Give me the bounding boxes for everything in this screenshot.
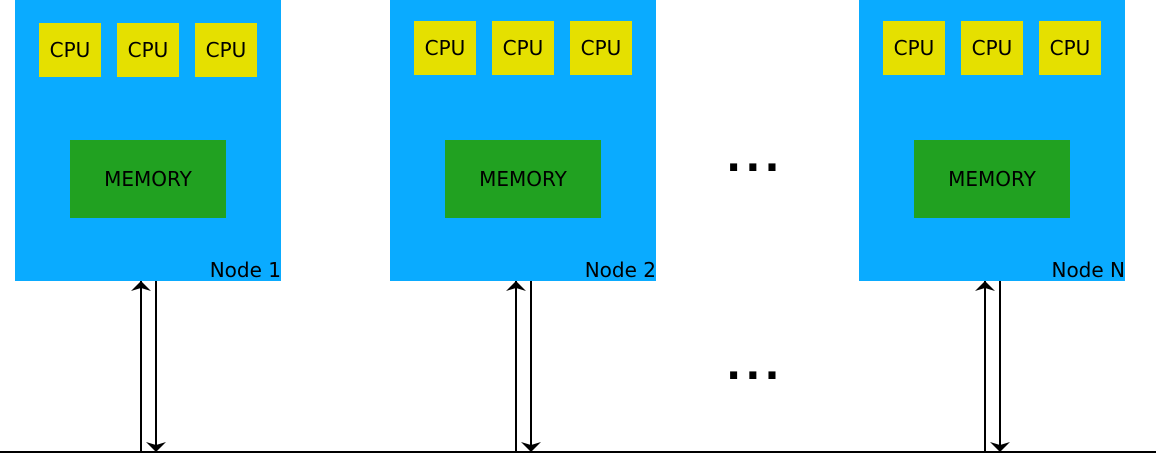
memory-box: MEMORY: [445, 140, 601, 218]
memory-box: MEMORY: [914, 140, 1070, 218]
cpu-box: CPU: [1039, 21, 1101, 75]
cpu-box: CPU: [414, 21, 476, 75]
node-label: Node 2: [584, 258, 656, 282]
node-label: Node N: [1051, 258, 1125, 282]
node-2: CPU CPU CPU MEMORY Node 2: [390, 0, 656, 281]
cpu-box: CPU: [117, 23, 179, 77]
node-label: Node 1: [209, 258, 281, 282]
cpu-box: CPU: [195, 23, 257, 77]
memory-box: MEMORY: [70, 140, 226, 218]
cpu-box: CPU: [961, 21, 1023, 75]
cpu-box: CPU: [39, 23, 101, 77]
cpu-box: CPU: [883, 21, 945, 75]
node-n: CPU CPU CPU MEMORY Node N: [859, 0, 1125, 281]
cpu-box: CPU: [570, 21, 632, 75]
node-1: CPU CPU CPU MEMORY Node 1: [15, 0, 281, 281]
cpu-box: CPU: [492, 21, 554, 75]
